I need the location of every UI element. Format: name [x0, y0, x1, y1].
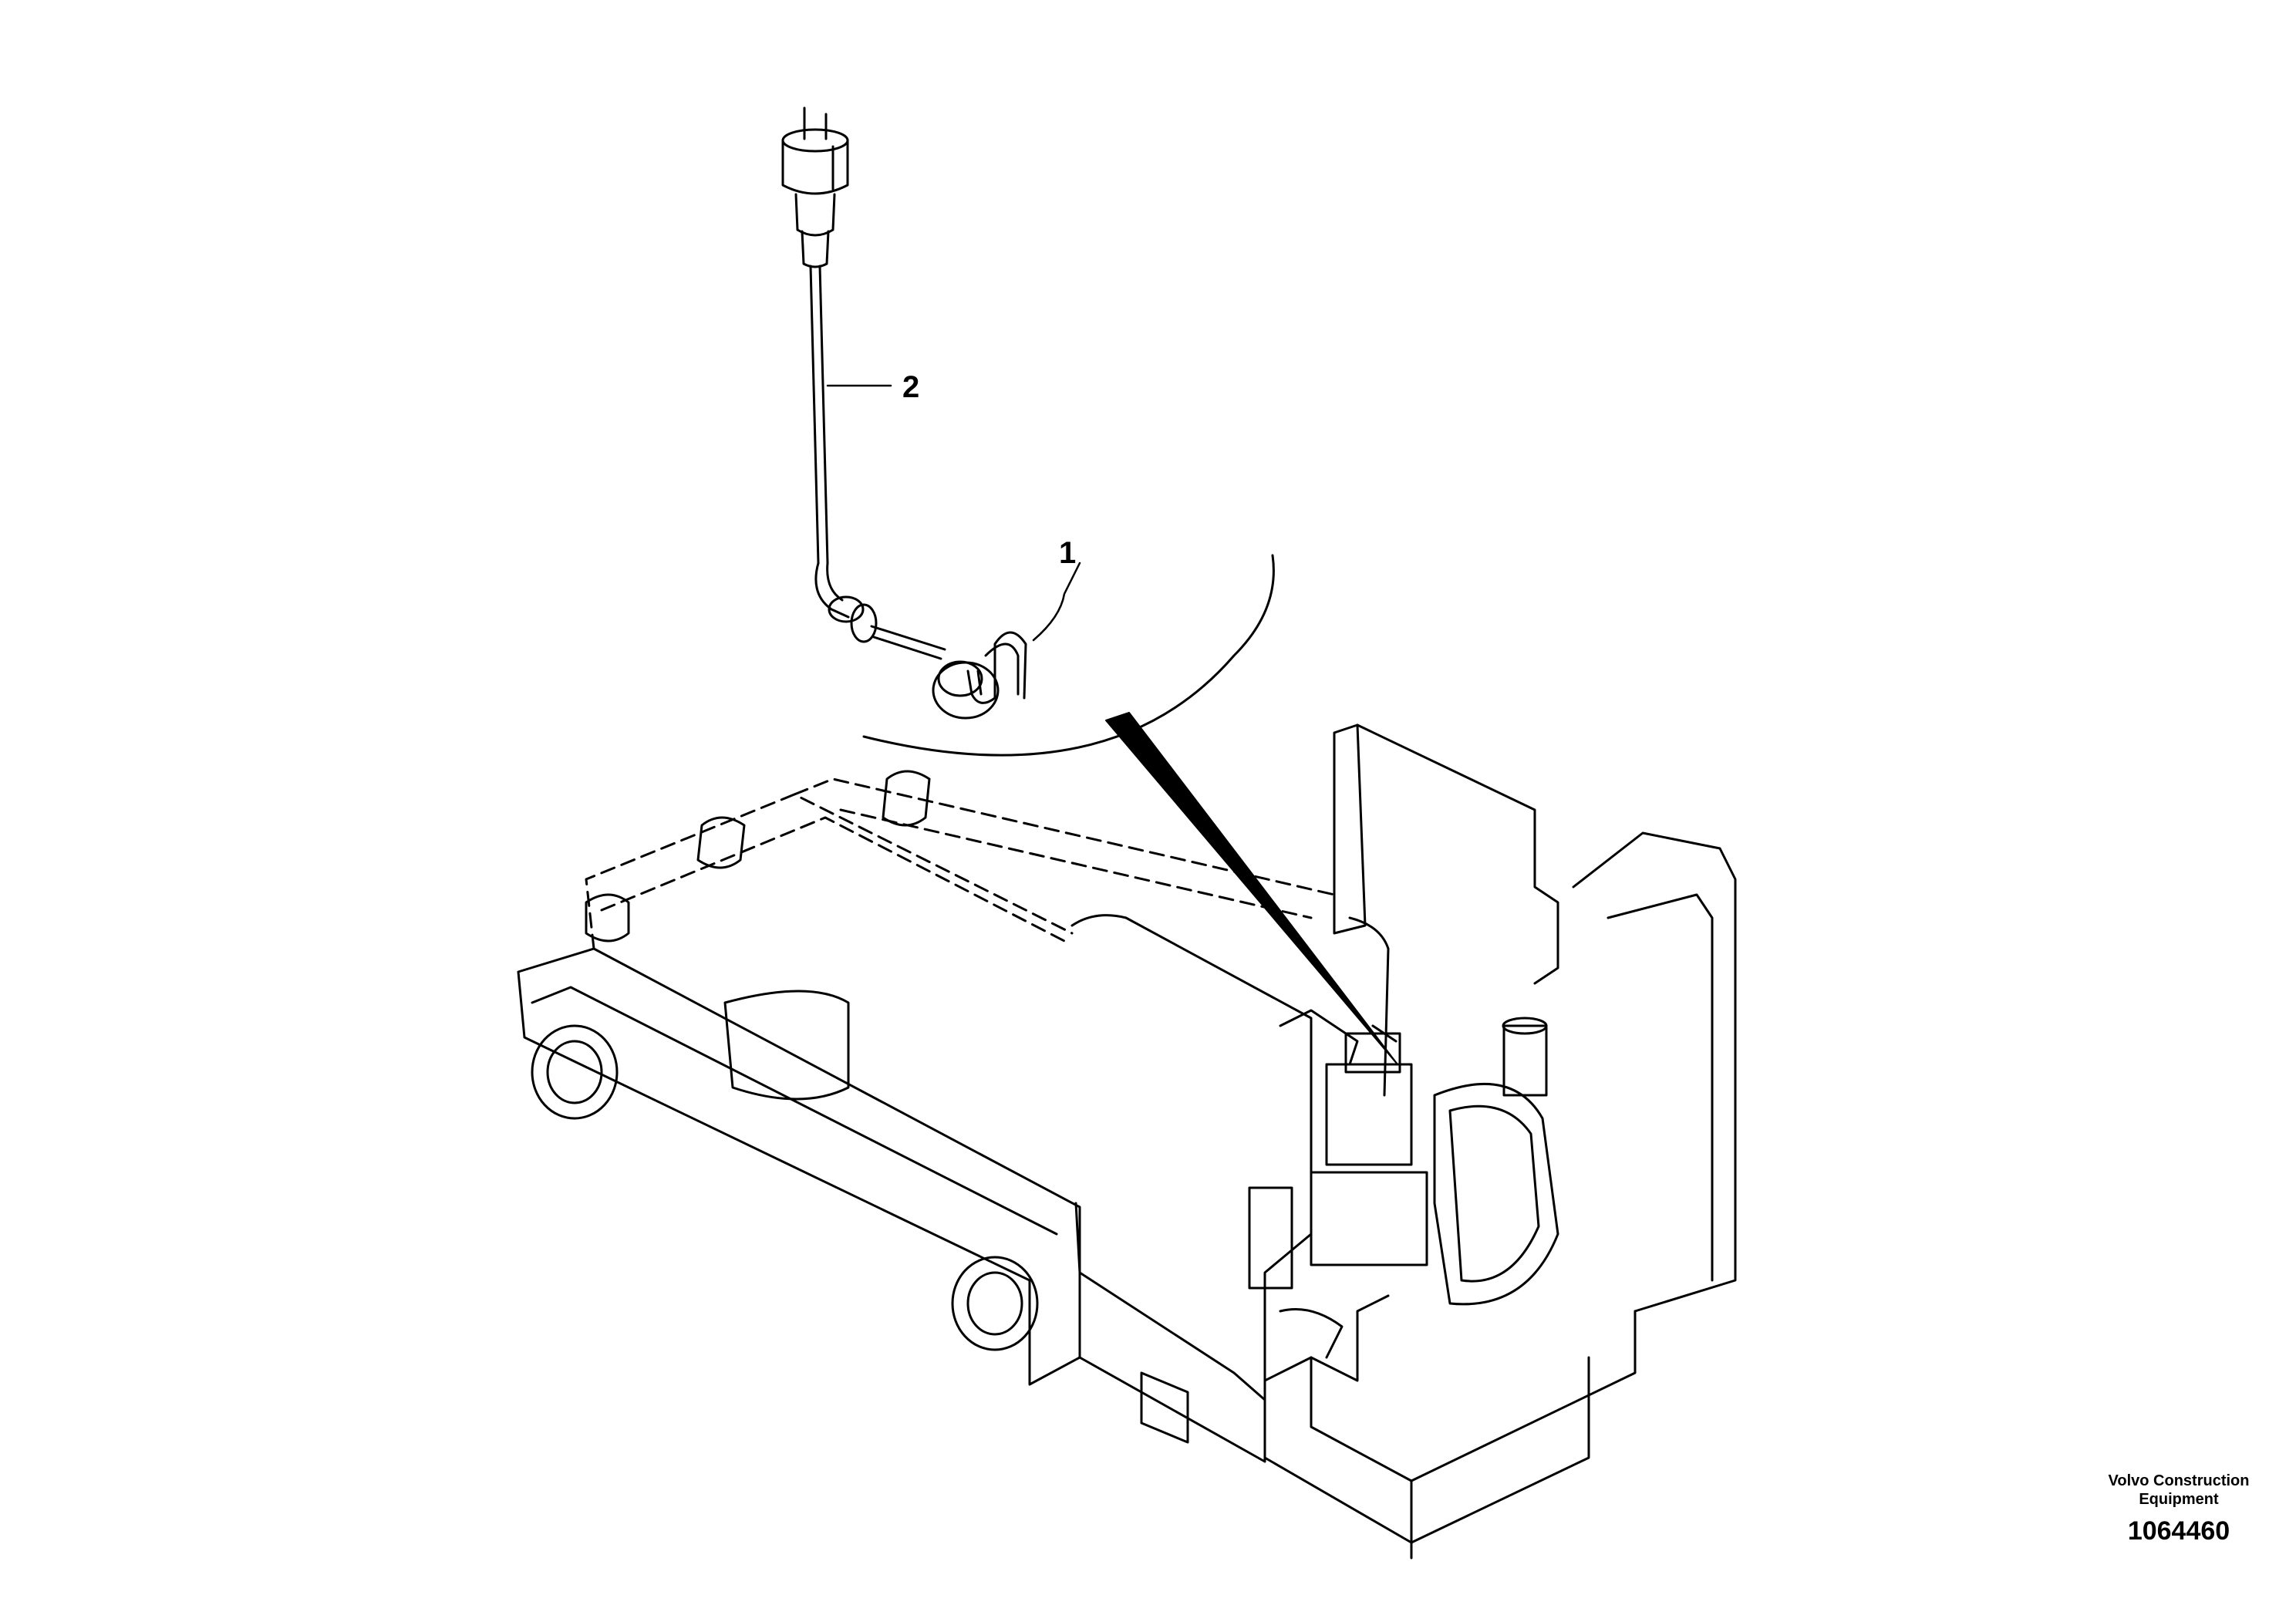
heater-element [814, 561, 1081, 720]
callout-1-label: 1 [1059, 536, 1076, 570]
brand-line-1: Volvo Construction [2108, 1472, 2250, 1489]
document-number: 1064460 [2127, 1516, 2230, 1546]
detail-arc [862, 554, 1275, 757]
brand-line-2: Equipment [2139, 1491, 2219, 1508]
machine-frame [517, 723, 1737, 1560]
brand-label: Volvo Construction Equipment [2067, 1472, 2291, 1509]
heater-cable [809, 265, 892, 565]
callout-2-label: 2 [902, 370, 919, 404]
power-plug [781, 106, 849, 268]
detail-pointer [1105, 712, 1398, 1065]
